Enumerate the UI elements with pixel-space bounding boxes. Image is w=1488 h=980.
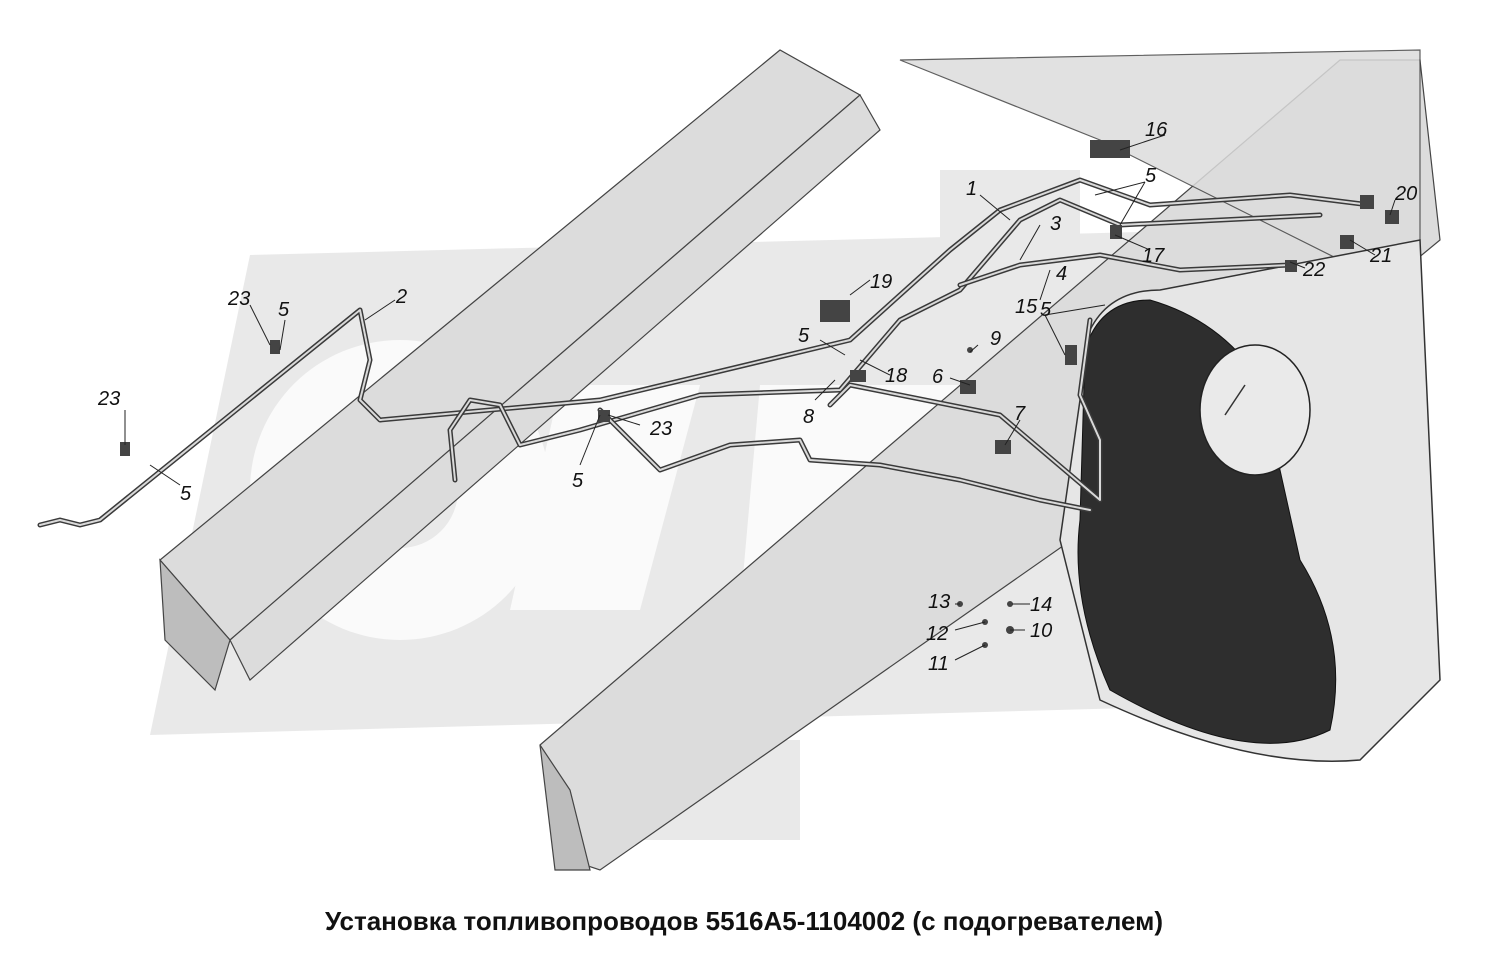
callout-5-d: 5 xyxy=(798,325,810,347)
callout-17: 17 xyxy=(1142,245,1165,267)
callout-5-a: 5 xyxy=(1145,165,1157,187)
callout-22: 22 xyxy=(1302,259,1325,281)
chassis-rail-left xyxy=(159,49,881,692)
callout-5-c: 5 xyxy=(180,483,192,505)
callout-15: 15 xyxy=(1015,296,1038,318)
fasteners xyxy=(120,140,1399,648)
callout-5-f: 5 xyxy=(1040,299,1052,321)
callout-7: 7 xyxy=(1014,403,1026,425)
callout-2: 2 xyxy=(395,286,407,308)
callout-11: 11 xyxy=(928,653,949,675)
callout-10: 10 xyxy=(1030,620,1052,642)
fuel-tank xyxy=(1059,239,1441,762)
callout-1: 1 xyxy=(966,178,977,200)
callout-3: 3 xyxy=(1050,213,1061,235)
chassis-rail-right xyxy=(539,49,1441,871)
callout-16: 16 xyxy=(1145,119,1168,141)
callout-14: 14 xyxy=(1030,594,1052,616)
leader-lines xyxy=(124,134,1396,661)
callout-21: 21 xyxy=(1369,245,1392,267)
callout-8: 8 xyxy=(803,406,814,428)
callout-18: 18 xyxy=(885,365,907,387)
callout-23-b: 23 xyxy=(97,388,120,410)
fuel-line-assembly-drawing: 1 2 3 4 5 5 5 5 5 5 6 7 8 9 10 11 12 13 … xyxy=(37,49,1441,871)
callout-labels: 1 2 3 4 5 5 5 5 5 5 6 7 8 9 10 11 12 13 … xyxy=(97,119,1417,675)
callout-13: 13 xyxy=(928,591,950,613)
callout-12: 12 xyxy=(926,623,948,645)
callout-5-e: 5 xyxy=(572,470,584,492)
fuel-pipes xyxy=(37,177,1373,528)
callout-20: 20 xyxy=(1394,183,1417,205)
callout-6: 6 xyxy=(932,366,944,388)
callout-9: 9 xyxy=(990,328,1001,350)
callout-23-c: 23 xyxy=(649,418,672,440)
callout-4: 4 xyxy=(1056,263,1067,285)
callout-23-a: 23 xyxy=(227,288,250,310)
drawing-caption: Установка топливопроводов 5516А5-1104002… xyxy=(324,906,1164,936)
callout-5-b: 5 xyxy=(278,299,290,321)
callout-19: 19 xyxy=(870,271,892,293)
